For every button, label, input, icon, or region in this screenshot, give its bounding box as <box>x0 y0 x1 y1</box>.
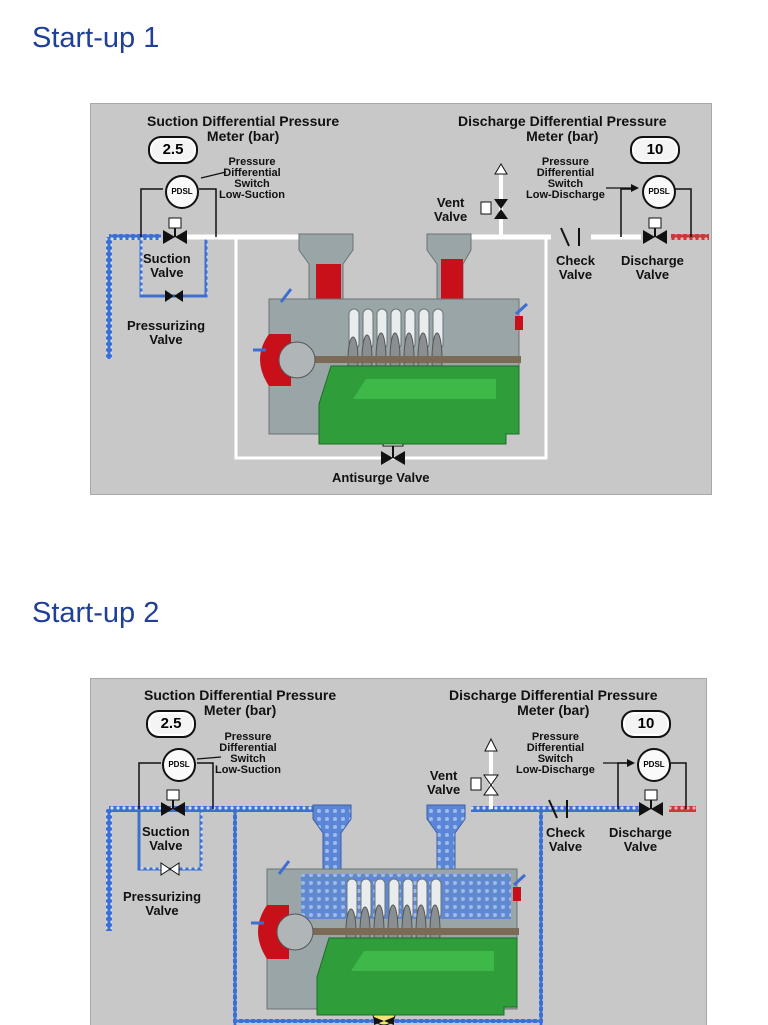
pressurizing-valve-icon <box>165 290 183 302</box>
compressor-cutaway <box>251 804 527 1016</box>
pdsl-discharge-switch: PDSL <box>642 175 676 209</box>
suction-valve-label: Suction Valve <box>143 251 191 280</box>
pdsl-callout-arrow <box>200 171 227 179</box>
compressor-cutaway <box>253 233 529 445</box>
suction-meter-title: Suction Differential Pressure Meter (bar… <box>147 113 340 144</box>
slide-title: Start-up 2 <box>32 597 160 629</box>
discharge-pressure-meter: 10 <box>630 136 680 164</box>
compressor-diagram: Suction Differential Pressure Meter (bar… <box>90 678 707 1025</box>
pdsl-suction-text: Pressure Differential Switch Low-Suction <box>219 156 285 201</box>
discharge-valve-label: Discharge Valve <box>609 825 672 854</box>
pdsl-discharge-text: Pressure Differential Switch Low-Dischar… <box>526 156 605 201</box>
pressurizing-valve-icon <box>160 862 180 876</box>
pdsl-discharge-text: Pressure Differential Switch Low-Dischar… <box>516 731 595 776</box>
pdsl-suction-text: Pressure Differential Switch Low-Suction <box>215 731 281 776</box>
suction-pressure-meter: 2.5 <box>146 710 196 738</box>
suction-valve-icon <box>161 789 185 816</box>
discharge-meter-title: Discharge Differential Pressure Meter (b… <box>449 687 658 718</box>
check-valve-label: Check Valve <box>556 253 596 282</box>
check-valve-icon <box>548 799 568 819</box>
suction-pressure-meter: 2.5 <box>148 136 198 164</box>
compressor-diagram: Suction Differential Pressure Meter (bar… <box>90 103 712 495</box>
check-valve-icon <box>560 227 580 247</box>
discharge-valve-icon <box>639 789 663 816</box>
piping-schematic <box>106 163 709 465</box>
check-valve-label: Check Valve <box>546 825 586 854</box>
vent-valve-label: Vent Valve <box>434 195 468 224</box>
suction-valve-label: Suction Valve <box>142 824 190 853</box>
pressurizing-valve-label: Pressurizing Valve <box>123 889 202 918</box>
pdsl-callout-arrow <box>196 756 222 760</box>
suction-meter-title: Suction Differential Pressure Meter (bar… <box>144 687 337 718</box>
slide-title: Start-up 1 <box>32 22 160 54</box>
vent-arrow-icon <box>494 163 508 175</box>
vent-valve-label: Vent Valve <box>427 768 461 797</box>
pdsl-suction-switch: PDSL <box>165 175 199 209</box>
pdsl-discharge-switch: PDSL <box>637 748 671 782</box>
antisurge-valve-label: Antisurge Valve <box>332 470 430 485</box>
suction-valve-icon <box>163 217 187 244</box>
discharge-valve-label: Discharge Valve <box>621 253 684 282</box>
discharge-meter-title: Discharge Differential Pressure Meter (b… <box>458 113 667 144</box>
piping-schematic <box>106 737 696 1025</box>
discharge-pressure-meter: 10 <box>621 710 671 738</box>
discharge-valve-icon <box>643 217 667 244</box>
vent-arrow-icon <box>484 737 498 752</box>
pdsl-suction-switch: PDSL <box>162 748 196 782</box>
antisurge-loop <box>233 809 543 1025</box>
pressurizing-valve-label: Pressurizing Valve <box>127 318 206 347</box>
